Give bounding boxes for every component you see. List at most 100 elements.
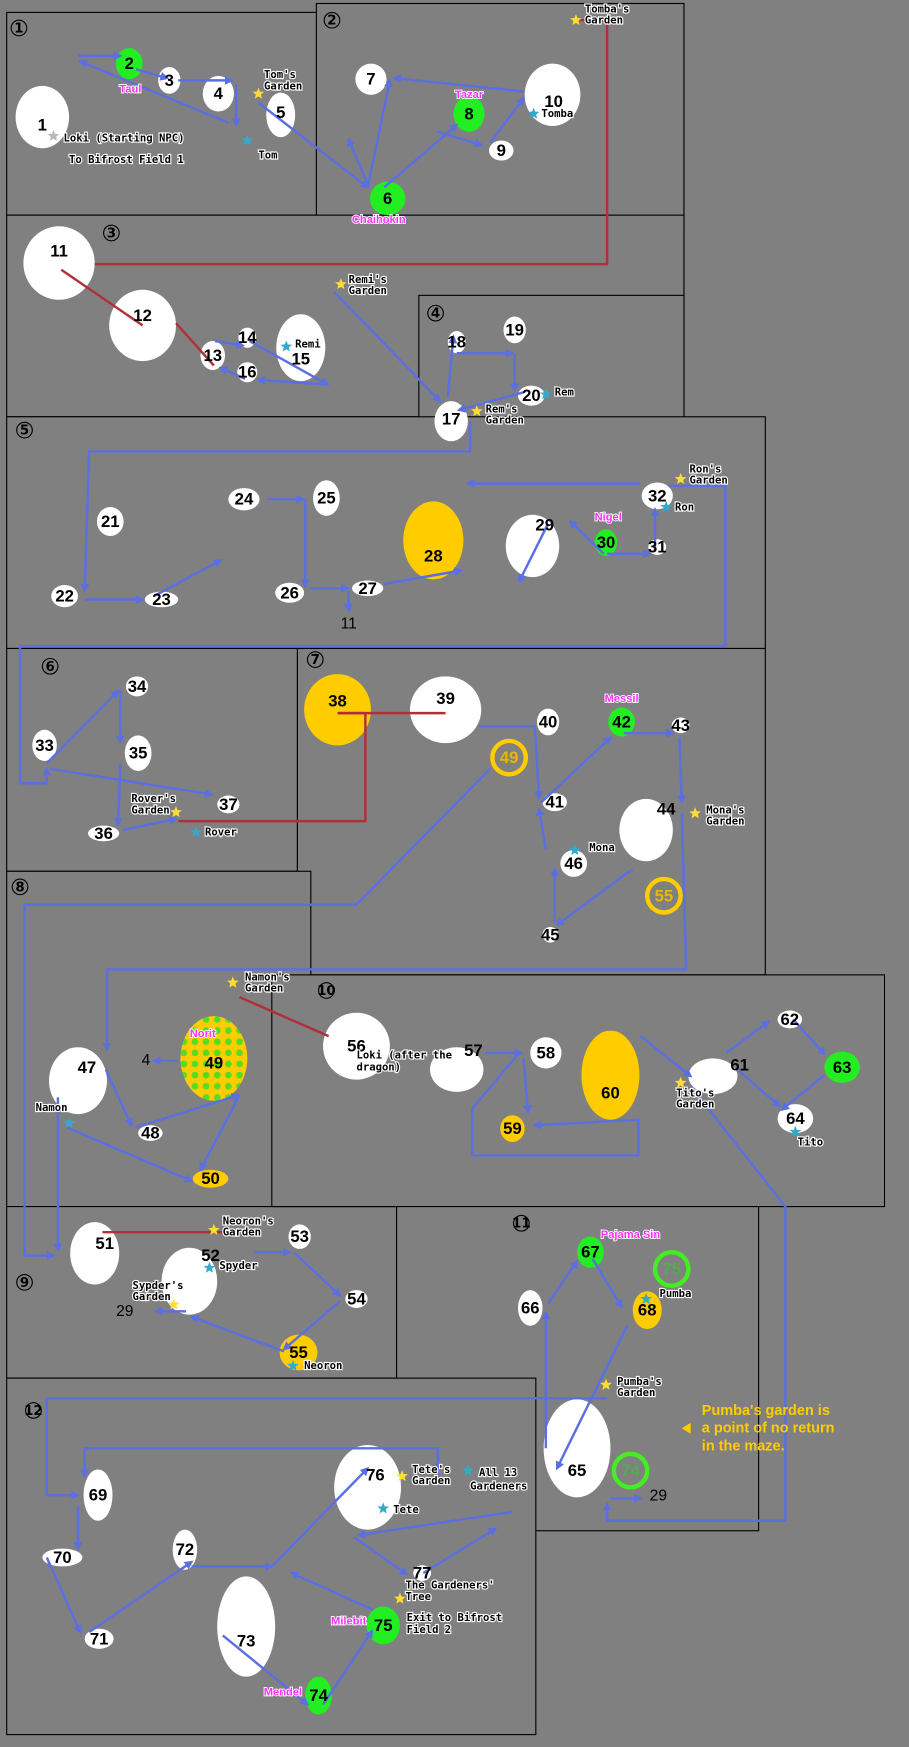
map-area-23 [144, 591, 179, 608]
route-arrow [222, 1634, 310, 1706]
monster-label: Chaihokin [352, 214, 406, 226]
map-area-6 [369, 181, 406, 216]
region-number: 9 [20, 1276, 29, 1291]
ring-number: 74 [621, 1461, 640, 1480]
map-area-75 [366, 1606, 400, 1645]
route-arrow [522, 1058, 532, 1115]
map-area-31 [648, 539, 667, 555]
area-number: 2 [125, 54, 134, 73]
area-number: 57 [464, 1041, 483, 1060]
route-arrow [256, 375, 328, 386]
map-area-15 [276, 314, 326, 382]
area-number: 12 [133, 306, 152, 325]
map-area-45 [542, 926, 559, 943]
route-arrow [736, 1068, 782, 1108]
map-area-72 [172, 1529, 198, 1570]
gardener-label: Spyder [219, 1260, 257, 1272]
map-area-73 [217, 1576, 276, 1677]
map-area-77 [413, 1565, 432, 1581]
monster-label: Pajama Sin [601, 1229, 661, 1241]
map-area-60 [581, 1030, 640, 1120]
area-number: 10 [544, 92, 563, 111]
area-number: 59 [503, 1119, 522, 1138]
area-number: 42 [612, 713, 631, 732]
area-number: 48 [141, 1124, 160, 1143]
region-number-circle [16, 1273, 33, 1291]
map-area-64 [777, 1104, 814, 1134]
area-number: 36 [94, 824, 113, 843]
area-number: 70 [53, 1548, 72, 1567]
garden-label: Tree [405, 1591, 430, 1603]
monster-label: Tazar [455, 89, 484, 101]
region-box [296, 647, 766, 976]
exit-reference: 4 [142, 1052, 151, 1069]
route-arrow [422, 1527, 498, 1575]
ring-marker [644, 876, 683, 915]
exit-reference: 29 [650, 1488, 667, 1505]
garden-label: Sypder's [133, 1280, 184, 1292]
area-number: 7 [366, 70, 375, 89]
map-area-63 [824, 1051, 860, 1083]
map-area-32 [641, 482, 673, 510]
labels-layer: 4955757412345678910111213141516171819202… [35, 2, 852, 1705]
route-arrow [199, 1094, 241, 1172]
area-number: 35 [129, 744, 148, 763]
area-number: 29 [535, 515, 554, 534]
gardener-label: Rem [555, 387, 574, 399]
route-arrow [436, 130, 484, 148]
gardener-star-icon [280, 340, 293, 352]
map-area-20 [517, 385, 545, 406]
map-area-66 [517, 1290, 543, 1326]
gardener-star-icon [287, 1359, 299, 1371]
area-number: 33 [35, 736, 54, 755]
map-area-19 [503, 316, 526, 344]
route-arrow [23, 767, 492, 1261]
garden-label: Pumba's [617, 1376, 662, 1388]
garden-label: Garden [486, 414, 524, 426]
map-area-38 [304, 674, 371, 746]
map-area-68 [632, 1291, 662, 1330]
route-arrow [80, 1447, 440, 1479]
garden-label: Garden [676, 1098, 714, 1110]
region-number: 11 [512, 1217, 531, 1232]
route-arrow [725, 1020, 771, 1054]
area-number: 8 [464, 104, 473, 123]
area-number: 3 [165, 71, 174, 90]
region-number-circle [323, 11, 341, 29]
map-area-13 [200, 341, 226, 370]
region-number: 3 [107, 226, 116, 241]
map-area-46 [560, 850, 588, 877]
map-area-50 [192, 1169, 229, 1188]
garden-label: Tom's [264, 69, 296, 81]
warp-link [239, 996, 330, 1038]
garden-label: Garden [223, 1227, 261, 1239]
garden-star-icon [570, 14, 582, 26]
map-area-27 [352, 580, 384, 597]
map-area-71 [84, 1628, 114, 1649]
map-area-7 [355, 63, 387, 95]
gardener-star-icon [640, 1292, 652, 1304]
garden-label: Garden [706, 815, 744, 827]
route-arrow [257, 101, 370, 189]
region-number-circle [16, 421, 33, 439]
gardener-star-icon [241, 134, 254, 146]
map-area-37 [217, 795, 240, 814]
map-note: Loki (after the [356, 1049, 452, 1061]
area-number: 34 [128, 677, 147, 696]
map-area-43 [671, 717, 690, 734]
gardener-label: Neoron [304, 1360, 342, 1372]
map-area-24 [228, 488, 260, 511]
area-number: 16 [238, 363, 257, 382]
area-number: 52 [201, 1246, 220, 1265]
area-number: 75 [374, 1616, 393, 1635]
area-number: 60 [601, 1083, 620, 1102]
area-number: 21 [101, 512, 120, 531]
region-number-circle [427, 304, 444, 322]
gardener-label: Rover [205, 827, 237, 839]
route-arrow [218, 366, 246, 381]
garden-star-icon [252, 87, 265, 99]
area-number: 37 [219, 795, 238, 814]
gardener-star-icon [462, 1464, 474, 1476]
region-number: 6 [45, 660, 54, 675]
region-number: 12 [24, 1404, 43, 1419]
